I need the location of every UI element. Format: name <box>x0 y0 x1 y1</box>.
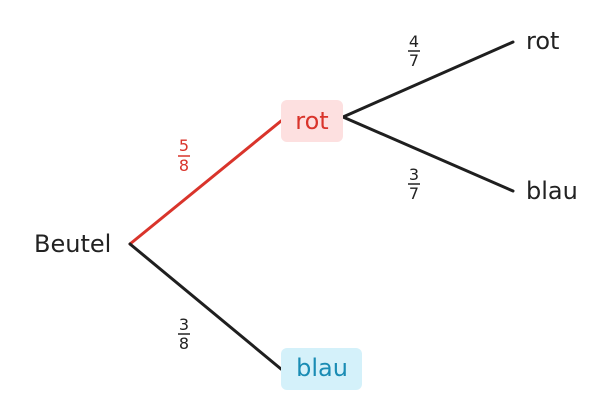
node-rot-highlight-box <box>281 100 343 142</box>
probability-3-8-numerator: 3 <box>179 315 189 334</box>
node-rot-label: rot <box>295 107 328 135</box>
leaf-rot-label: rot <box>526 27 559 55</box>
node-blau-label: blau <box>296 354 348 382</box>
probability-3-7: 3 7 <box>408 165 420 203</box>
root-node-label: Beutel <box>34 230 111 258</box>
probability-3-8: 3 8 <box>178 315 190 353</box>
node-level1-rot: rot <box>281 100 343 142</box>
branch-rot-to-rot <box>341 40 515 119</box>
branch-root-to-rot <box>128 119 283 246</box>
probability-5-8: 5 8 <box>178 136 190 175</box>
probability-5-8-numerator: 5 <box>179 136 189 155</box>
branch-root-to-blau <box>128 242 283 371</box>
probability-4-7: 4 7 <box>408 32 420 70</box>
branch-rot-to-blau <box>341 115 515 193</box>
node-blau-highlight-box <box>281 348 362 390</box>
probability-3-8-denominator: 8 <box>179 334 189 353</box>
leaf-blau-label: blau <box>526 177 578 205</box>
node-level1-blau: blau <box>281 348 362 390</box>
probability-4-7-numerator: 4 <box>409 32 419 51</box>
probability-3-7-numerator: 3 <box>409 165 419 184</box>
probability-3-7-denominator: 7 <box>409 184 419 203</box>
probability-4-7-denominator: 7 <box>409 51 419 70</box>
probability-5-8-denominator: 8 <box>179 156 189 175</box>
